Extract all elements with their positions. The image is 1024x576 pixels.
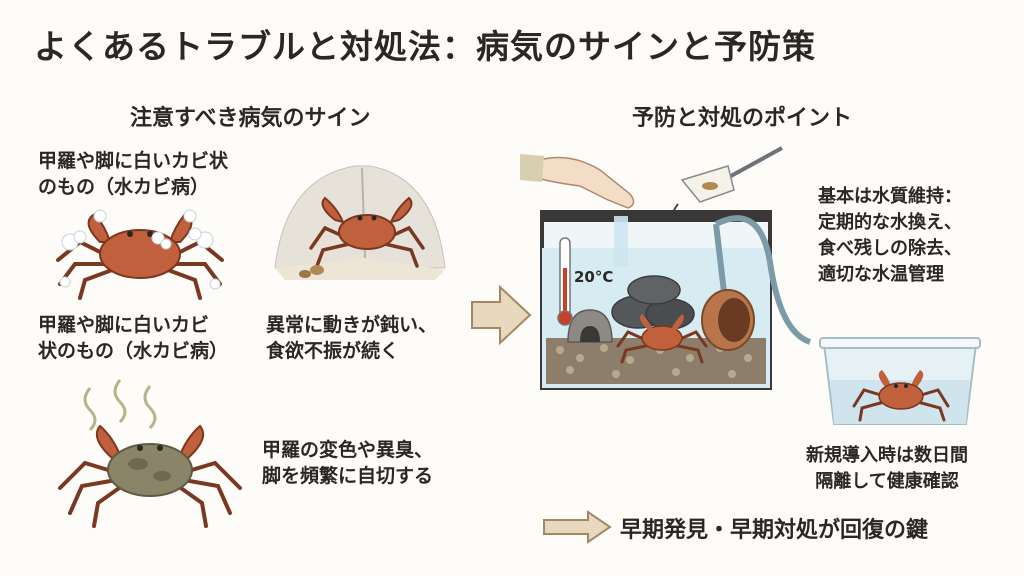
sign-caption-2-line-2: 状のもの（水カビ病）	[38, 340, 229, 362]
sign-caption-3-line-1: 異常に動きが鈍い、	[266, 314, 438, 336]
right-arrow-icon	[471, 284, 532, 346]
sign-caption-4-line-2: 脚を頻繁に自切する	[262, 465, 434, 487]
hiding-crab-icon	[274, 165, 446, 280]
sign-caption-3-line-2: 食欲不振が続く	[266, 340, 400, 362]
conclusion-text: 早期発見・早期対処が回復の鍵	[620, 518, 929, 543]
page-title: よくあるトラブルと対処法：病気のサインと予防策	[34, 27, 816, 66]
quarantine-container-illustration	[819, 337, 981, 425]
quarantine-line-2: 隔離して健康確認	[815, 471, 959, 492]
right-section-heading: 予防と対処のポイント	[632, 106, 853, 131]
quarantine-text: 新規導入時は数日間 隔離して健康確認	[806, 443, 968, 495]
sign-caption-4: 甲羅の変色や異臭、 脚を頻繁に自切する	[262, 437, 433, 489]
aquarium-illustration	[520, 146, 812, 390]
sign-caption-2: 甲羅や脚に白いカビ 状のもの（水カビ病）	[38, 312, 228, 364]
sign-caption-1-line-1: 甲羅や脚に白いカビ状	[38, 150, 229, 172]
sign-caption-3: 異常に動きが鈍い、 食欲不振が続く	[266, 312, 437, 364]
moldy-crab-icon	[56, 209, 224, 300]
water-care-line-1: 基本は水質維持：	[818, 186, 962, 207]
sign-caption-1: 甲羅や脚に白いカビ状 のもの（水カビ病）	[38, 148, 228, 200]
water-care-text: 基本は水質維持： 定期的な水換え、 食べ残しの除去、 適切な水温管理	[818, 184, 962, 288]
conclusion-arrow-icon	[543, 510, 612, 544]
discolored-crab-icon	[58, 379, 242, 528]
water-care-line-4: 適切な水温管理	[818, 264, 944, 285]
sign-caption-2-line-1: 甲羅や脚に白いカビ	[38, 314, 210, 336]
sign-caption-1-line-2: のもの（水カビ病）	[38, 176, 210, 198]
thermometer-label: 20°C	[574, 268, 614, 286]
left-section-heading: 注意すべき病気のサイン	[130, 106, 371, 131]
water-care-line-3: 食べ残しの除去、	[818, 238, 962, 259]
quarantine-line-1: 新規導入時は数日間	[806, 445, 968, 466]
water-care-line-2: 定期的な水換え、	[818, 212, 962, 233]
sign-caption-4-line-1: 甲羅の変色や異臭、	[262, 439, 434, 461]
